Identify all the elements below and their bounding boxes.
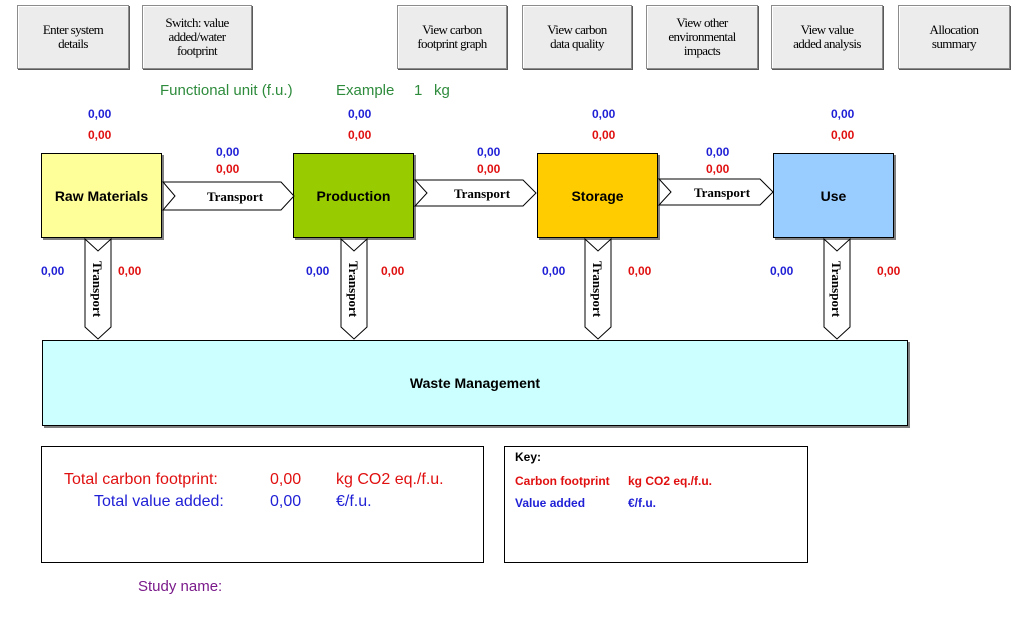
production-waste-value-added: 0,00	[306, 264, 330, 278]
production-carbon: 0,00	[348, 128, 372, 142]
transport-1-value-added: 0,00	[216, 145, 240, 159]
functional-unit-example: Example	[336, 82, 395, 99]
totals-panel	[41, 446, 484, 563]
raw-materials-carbon: 0,00	[88, 128, 112, 142]
total-carbon-label: Total carbon footprint:	[64, 471, 218, 488]
storage-waste-value-added: 0,00	[542, 264, 566, 278]
production-waste-carbon: 0,00	[381, 264, 405, 278]
total-carbon-unit: kg CO2 eq./f.u.	[336, 471, 444, 488]
view-carbon-footprint-graph-button[interactable]: View carbon footprint graph	[397, 5, 507, 69]
raw-materials-value-added: 0,00	[88, 107, 112, 121]
storage-box[interactable]: Storage	[537, 153, 658, 238]
key-carbon-unit: kg CO2 eq./f.u.	[628, 474, 713, 488]
transport-arrow-1[interactable]: Transport	[161, 180, 296, 213]
transport-label: Transport	[590, 261, 605, 318]
transport-arrow-2[interactable]: Transport	[413, 178, 539, 211]
key-title: Key:	[515, 450, 542, 464]
use-box[interactable]: Use	[773, 153, 894, 238]
transport-label: Transport	[346, 261, 361, 318]
production-box[interactable]: Production	[293, 153, 414, 238]
transport-2-carbon: 0,00	[477, 162, 501, 176]
transport-3-value-added: 0,00	[706, 145, 730, 159]
key-value-added-label: Value added	[515, 496, 586, 510]
storage-waste-carbon: 0,00	[628, 264, 652, 278]
waste-management-box[interactable]: Waste Management	[42, 340, 908, 426]
waste-transport-arrow-4[interactable]: Transport	[823, 237, 853, 342]
raw-materials-box[interactable]: Raw Materials	[41, 153, 162, 238]
allocation-summary-button[interactable]: Allocation summary	[898, 5, 1010, 69]
transport-label: Transport	[454, 186, 511, 201]
functional-unit-quantity[interactable]: 1	[414, 82, 423, 99]
storage-value-added: 0,00	[592, 107, 616, 121]
total-carbon-value: 0,00	[270, 471, 302, 488]
storage-carbon: 0,00	[592, 128, 616, 142]
key-carbon-label: Carbon footprint	[515, 474, 610, 488]
study-name-label: Study name:	[138, 578, 223, 595]
enter-system-details-button[interactable]: Enter system details	[17, 5, 129, 69]
transport-1-carbon: 0,00	[216, 162, 240, 176]
total-value-added-unit: €/f.u.	[336, 493, 372, 510]
transport-label: Transport	[694, 185, 751, 200]
total-value-added-value: 0,00	[270, 493, 302, 510]
waste-transport-arrow-3[interactable]: Transport	[584, 237, 614, 342]
key-panel	[504, 446, 808, 563]
transport-label: Transport	[829, 261, 844, 318]
production-value-added: 0,00	[348, 107, 372, 121]
raw-materials-waste-value-added: 0,00	[41, 264, 65, 278]
use-carbon: 0,00	[831, 128, 855, 142]
transport-2-value-added: 0,00	[477, 145, 501, 159]
view-environmental-impacts-button[interactable]: View other environmental impacts	[646, 5, 758, 69]
raw-materials-waste-carbon: 0,00	[118, 264, 142, 278]
transport-3-carbon: 0,00	[706, 162, 730, 176]
use-waste-value-added: 0,00	[770, 264, 794, 278]
total-value-added-label: Total value added:	[94, 493, 224, 510]
key-value-added-unit: €/f.u.	[628, 496, 657, 510]
transport-label: Transport	[90, 261, 105, 318]
functional-unit-unit[interactable]: kg	[434, 82, 450, 99]
transport-label: Transport	[207, 189, 264, 204]
use-value-added: 0,00	[831, 107, 855, 121]
view-carbon-data-quality-button[interactable]: View carbon data quality	[522, 5, 632, 69]
transport-arrow-3[interactable]: Transport	[657, 177, 776, 210]
switch-value-added-water-button[interactable]: Switch: value added/water footprint	[142, 5, 252, 69]
functional-unit-label: Functional unit (f.u.)	[160, 82, 293, 99]
view-value-added-analysis-button[interactable]: View value added analysis	[771, 5, 883, 69]
use-waste-carbon: 0,00	[877, 264, 901, 278]
waste-transport-arrow-2[interactable]: Transport	[340, 237, 370, 342]
waste-transport-arrow-1[interactable]: Transport	[84, 237, 114, 342]
